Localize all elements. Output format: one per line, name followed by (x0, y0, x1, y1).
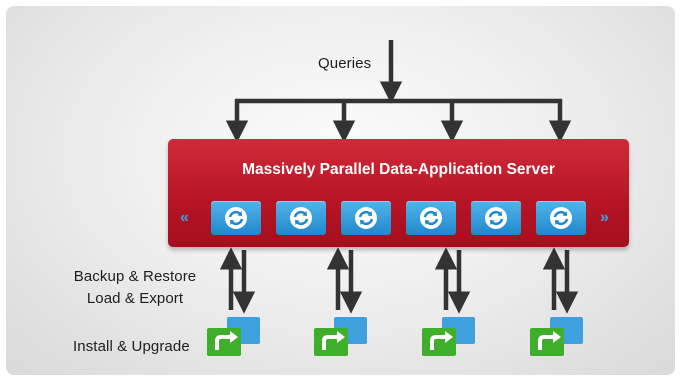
backup-load-labels: Backup & Restore Load & Export (55, 266, 215, 310)
backup-restore-label: Backup & Restore (73, 268, 197, 285)
server-node (536, 201, 586, 235)
install-upgrade-label: Install & Upgrade (73, 338, 190, 355)
refresh-icon (225, 207, 247, 229)
refresh-icon (420, 207, 442, 229)
server-node (406, 201, 456, 235)
load-export-label: Load & Export (86, 290, 184, 307)
server-node (211, 201, 261, 235)
chevron-left-icon[interactable]: « (180, 209, 189, 226)
queries-label: Queries (318, 55, 372, 72)
refresh-icon (290, 207, 312, 229)
server-node (471, 201, 521, 235)
refresh-icon (485, 207, 507, 229)
chevron-right-icon[interactable]: » (600, 209, 609, 226)
share-arrow-icon (530, 317, 583, 356)
server-node (341, 201, 391, 235)
server-title: Massively Parallel Data-Application Serv… (242, 161, 555, 178)
share-arrow-icon (207, 317, 260, 356)
refresh-icon (550, 207, 572, 229)
data-application-server: Massively Parallel Data-Application Serv… (168, 139, 629, 247)
share-arrow-icon (422, 317, 475, 356)
server-node (276, 201, 326, 235)
refresh-icon (355, 207, 377, 229)
share-arrow-icon (314, 317, 367, 356)
